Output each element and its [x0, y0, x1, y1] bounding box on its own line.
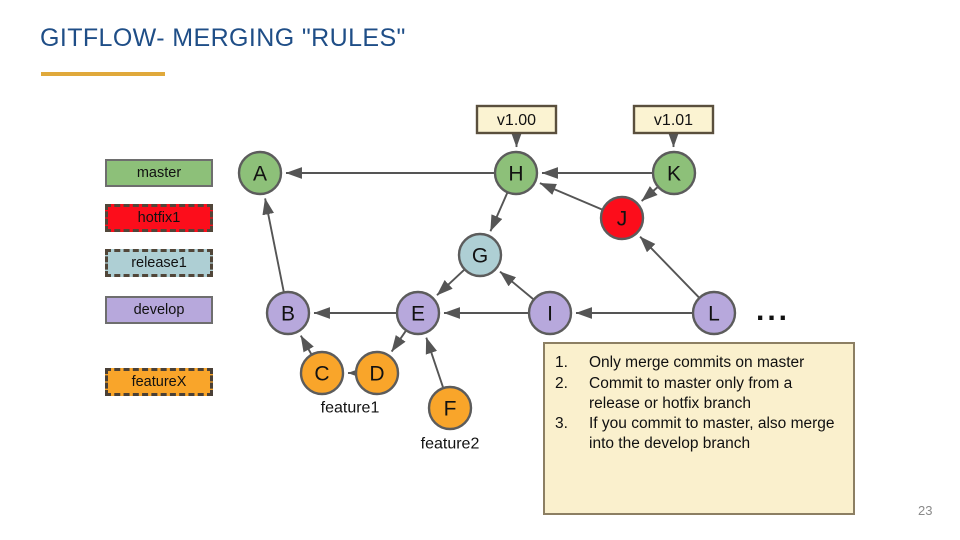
version-tag-box	[475, 104, 558, 135]
commit-node-c[interactable]	[299, 350, 345, 396]
legend-item-master: master	[105, 159, 213, 187]
branch-label-feature2: feature2	[421, 436, 480, 453]
version-tag-box	[632, 104, 715, 135]
commit-node-label-e: E	[411, 303, 425, 326]
rule-item: 2. Commit to master only from a release …	[555, 374, 841, 414]
version-tag-label: v1.00	[497, 112, 536, 129]
commit-edge-c-to-b	[299, 335, 314, 355]
commit-node-b[interactable]	[265, 290, 311, 336]
commit-edge-e-to-d	[390, 330, 407, 353]
commit-node-h[interactable]	[493, 150, 539, 196]
commit-node-j[interactable]	[599, 195, 645, 241]
commit-node-k[interactable]	[651, 150, 697, 196]
commit-node-label-c: C	[314, 363, 329, 386]
legend-item-develop: develop	[105, 296, 213, 324]
commit-edge-h-to-g	[489, 192, 509, 232]
edge-layer	[262, 167, 700, 388]
commit-edge-j-to-h	[539, 182, 603, 211]
commit-node-l[interactable]	[691, 290, 737, 336]
page-title: GITFLOW- MERGING "RULES"	[40, 24, 406, 52]
slide-page-number: 23	[918, 503, 933, 518]
ellipsis-continuation: ...	[756, 294, 791, 327]
legend-label-master: master	[136, 165, 182, 181]
commit-node-label-k: K	[667, 163, 681, 186]
commit-node-f[interactable]	[427, 385, 473, 431]
branch-label-feature1: feature1	[321, 400, 380, 417]
rule-item: 1. Only merge commits on master	[555, 353, 841, 373]
merging-rules-box: 1. Only merge commits on master 2. Commi…	[543, 342, 855, 515]
commit-node-label-j: J	[617, 208, 628, 231]
commit-node-e[interactable]	[395, 290, 441, 336]
commit-edge-k-to-j	[641, 186, 658, 202]
commit-node-label-h: H	[508, 163, 523, 186]
rule-text: If you commit to master, also merge into…	[589, 415, 835, 453]
branch-label-layer: feature1 feature2	[321, 400, 480, 453]
commit-node-i[interactable]	[527, 290, 573, 336]
legend-label-hotfix1: hotfix1	[137, 210, 181, 226]
commit-node-label-a: A	[253, 163, 267, 186]
rule-number: 3.	[555, 415, 568, 433]
commit-edge-f-to-e	[425, 337, 444, 388]
commit-edge-b-to-a	[262, 198, 285, 292]
commit-node-label-f: F	[444, 398, 457, 421]
legend-item-hotfix1: hotfix1	[105, 204, 213, 232]
rule-number: 2.	[555, 374, 568, 392]
commit-node-label-b: B	[281, 303, 295, 326]
commit-node-a[interactable]	[237, 150, 283, 196]
title-underline-rule	[41, 72, 165, 76]
legend-item-featurex: featureX	[105, 368, 213, 396]
commit-node-label-i: I	[547, 303, 553, 326]
commit-node-d[interactable]	[354, 350, 400, 396]
legend-label-featurex: featureX	[131, 374, 187, 390]
version-tag-label: v1.01	[654, 112, 693, 129]
commit-edge-g-to-e	[436, 269, 465, 296]
commit-node-label-g: G	[472, 245, 488, 268]
commit-edge-i-to-g	[499, 270, 534, 300]
legend-item-release1: release1	[105, 249, 213, 277]
legend-label-release1: release1	[131, 255, 187, 271]
commit-edge-l-to-j	[639, 236, 700, 298]
rule-item: 3. If you commit to master, also merge i…	[555, 414, 841, 454]
commit-node-label-l: L	[708, 303, 720, 326]
legend-label-develop: develop	[133, 302, 185, 318]
rule-text: Only merge commits on master	[589, 354, 805, 371]
commit-node-label-d: D	[369, 363, 384, 386]
node-layer: A H K J G B E I L C D F	[237, 150, 737, 431]
rule-number: 1.	[555, 354, 568, 371]
rule-text: Commit to master only from a release or …	[589, 374, 793, 412]
tag-layer: v1.00 v1.01	[475, 104, 715, 148]
commit-node-g[interactable]	[457, 232, 503, 278]
